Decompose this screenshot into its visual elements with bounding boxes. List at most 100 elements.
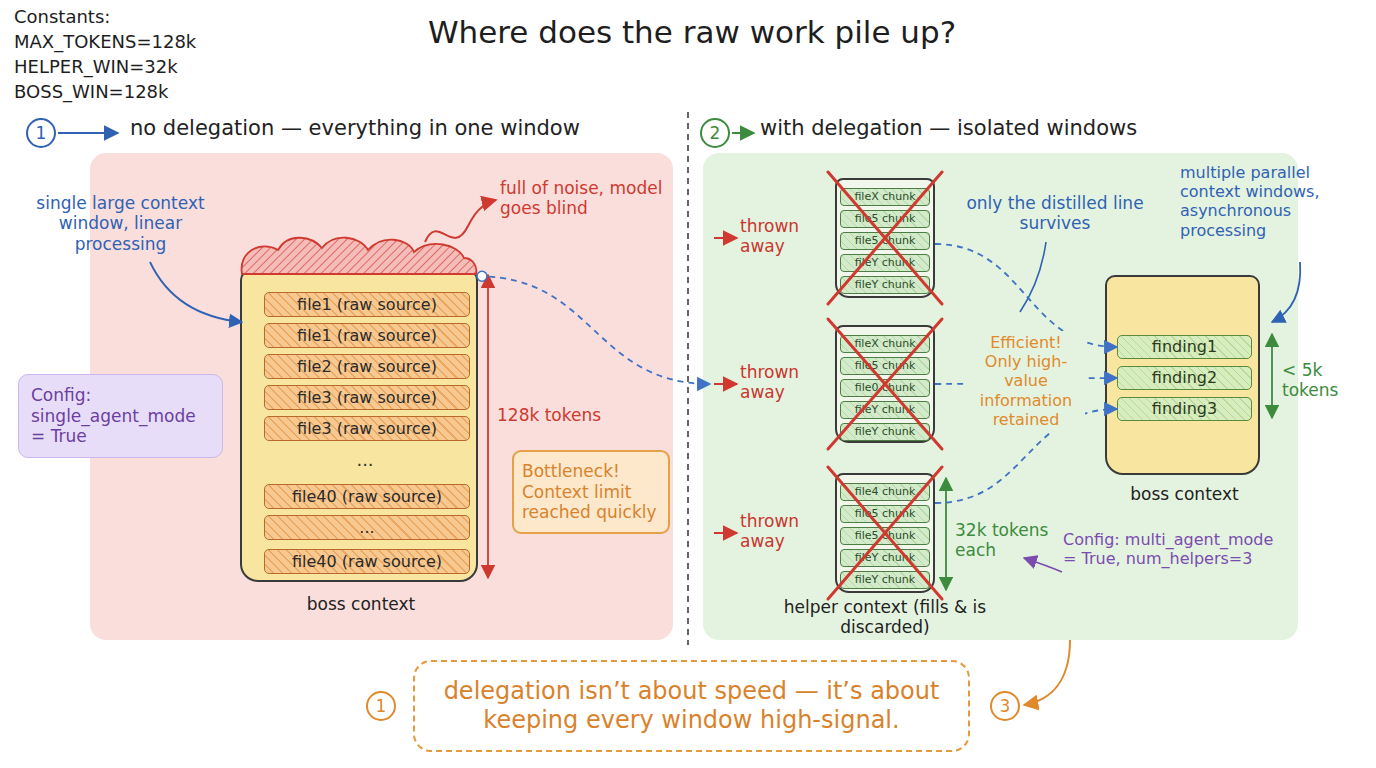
node-text: fileX chunk (841, 336, 929, 352)
helper-window: thrown away fileX chunk file5 chunk file0 c… (710, 325, 935, 443)
edge-label: Efficient! Only high-value information r… (967, 331, 1085, 431)
squiggle-arrow (425, 200, 496, 242)
finding-row: finding1 (1117, 335, 1252, 359)
node-text: file3 (raw source) (265, 417, 469, 440)
callout-number: 1 (26, 118, 56, 148)
config-box: Config: single_agent_mode = True (18, 374, 223, 458)
node-text: file5 chunk (841, 358, 929, 374)
node-text: file2 (raw source) (265, 355, 469, 378)
chunk-row: fileY chunk (840, 276, 930, 294)
chunk-row: fileX chunk (840, 188, 930, 206)
context-window: boss contextfile1 (raw source)file1 (raw… (240, 270, 478, 582)
connector-group (477, 244, 1117, 503)
callout-number: 1 (366, 691, 396, 721)
leader-arrow (150, 262, 242, 322)
constant-label: Constants: (14, 6, 110, 28)
dimension-arrow (945, 478, 947, 590)
leader-line (1020, 242, 1046, 312)
dimension-label: 128k tokens (497, 405, 607, 425)
connector (478, 276, 710, 384)
cross-mark (828, 172, 942, 304)
source-row: file1 (raw source) (264, 292, 470, 317)
chunk-row: fileY chunk (840, 423, 930, 441)
constant-label: MAX_TOKENS=128k (14, 31, 196, 53)
callout-number: 2 (700, 118, 730, 148)
dimension-arrow (487, 275, 489, 578)
source-row: file2 (raw source) (264, 354, 470, 379)
node-text: file1 (raw source) (265, 293, 469, 316)
diagram-title: Where does the raw work pile up? (342, 14, 1042, 51)
chunk-row: fileY chunk (840, 401, 930, 419)
node-text: fileY chunk (841, 550, 929, 566)
callout-number: 3 (990, 691, 1020, 721)
node-text: file5 chunk (841, 233, 929, 249)
node-text: fileY chunk (841, 277, 929, 293)
node-text: helper context (fills & is discarded) (772, 597, 998, 638)
header-arrow (58, 132, 118, 134)
chunk-row: fileX chunk (840, 335, 930, 353)
chunk-row: fileY chunk (840, 254, 930, 272)
cross-mark (828, 467, 942, 599)
node-text: finding3 (1118, 398, 1251, 420)
node-text: file4 chunk (841, 484, 929, 500)
node-text: no delegation — everything in one window (130, 116, 670, 141)
node-text: fileX chunk (841, 189, 929, 205)
finding-row: finding2 (1117, 366, 1252, 390)
node-text: finding1 (1118, 336, 1251, 358)
cross-mark (828, 319, 942, 449)
config-note: Config: multi_agent_mode = True, num_hel… (1063, 530, 1288, 568)
callout-box: Bottleneck! Context limit reached quickl… (512, 450, 670, 534)
node-text: file1 (raw source) (265, 324, 469, 347)
node-text: file5 chunk (841, 211, 929, 227)
chunk-row: fileY chunk (840, 571, 930, 589)
chunk-row: file5 chunk (840, 505, 930, 523)
chunk-row: file5 chunk (840, 210, 930, 228)
node-text: thrown away (740, 216, 822, 257)
node-text: file40 (raw source) (265, 550, 469, 573)
cross-mark (828, 467, 942, 599)
node-text: thrown away (740, 362, 822, 403)
constant-label: HELPER_WIN=32k (14, 56, 178, 78)
helper-window: thrown away fileX chunk file5 chunk file5 c… (710, 178, 935, 298)
source-row: file3 (raw source) (264, 416, 470, 441)
takeaway-box: delegation isn’t about speed — it’s abou… (413, 660, 970, 752)
source-row: ... (264, 515, 470, 540)
annotation: multiple parallel context windows, async… (1180, 163, 1360, 240)
node-text: fileY chunk (841, 424, 929, 440)
chunk-row: fileY chunk (840, 549, 930, 567)
chunk-row: file0 chunk (840, 379, 930, 397)
chunk-row: file5 chunk (840, 527, 930, 545)
constant-label: BOSS_WIN=128k (14, 81, 169, 103)
helper-window: thrown awayhelper context (fills & is di… (710, 473, 935, 593)
cross-mark (828, 319, 942, 449)
source-row: file1 (raw source) (264, 323, 470, 348)
node-text: finding2 (1118, 367, 1251, 389)
discard-arrow (714, 383, 737, 385)
header-arrow (732, 132, 754, 134)
node-text: file0 chunk (841, 380, 929, 396)
finding-row: finding3 (1117, 397, 1252, 421)
annotation: full of noise, model goes blind (500, 178, 675, 219)
node-text: boss context (1087, 484, 1282, 504)
connector-origin (477, 271, 487, 281)
annotation: single large context window, linear proc… (28, 193, 213, 254)
node-text: fileY chunk (841, 572, 929, 588)
source-row: file40 (raw source) (264, 549, 470, 574)
node-text: file3 (raw source) (265, 386, 469, 409)
cross-mark (828, 172, 942, 304)
annotation: only the distilled line survives (965, 193, 1145, 234)
noise-cloud (242, 238, 477, 274)
node-text: file5 chunk (841, 506, 929, 522)
node-text: file5 chunk (841, 528, 929, 544)
node-text: delegation isn’t about speed — it’s abou… (415, 662, 968, 750)
discard-arrow (714, 237, 737, 239)
node-text: file40 (raw source) (265, 485, 469, 508)
dimension-arrow (1271, 334, 1273, 418)
node-text: Bottleneck! Context limit reached quickl… (514, 452, 668, 532)
source-row: file3 (raw source) (264, 385, 470, 410)
chunk-row: file5 chunk (840, 357, 930, 375)
discard-arrow (714, 532, 737, 534)
chunk-row: file5 chunk (840, 232, 930, 250)
node-text: boss context (242, 594, 480, 614)
